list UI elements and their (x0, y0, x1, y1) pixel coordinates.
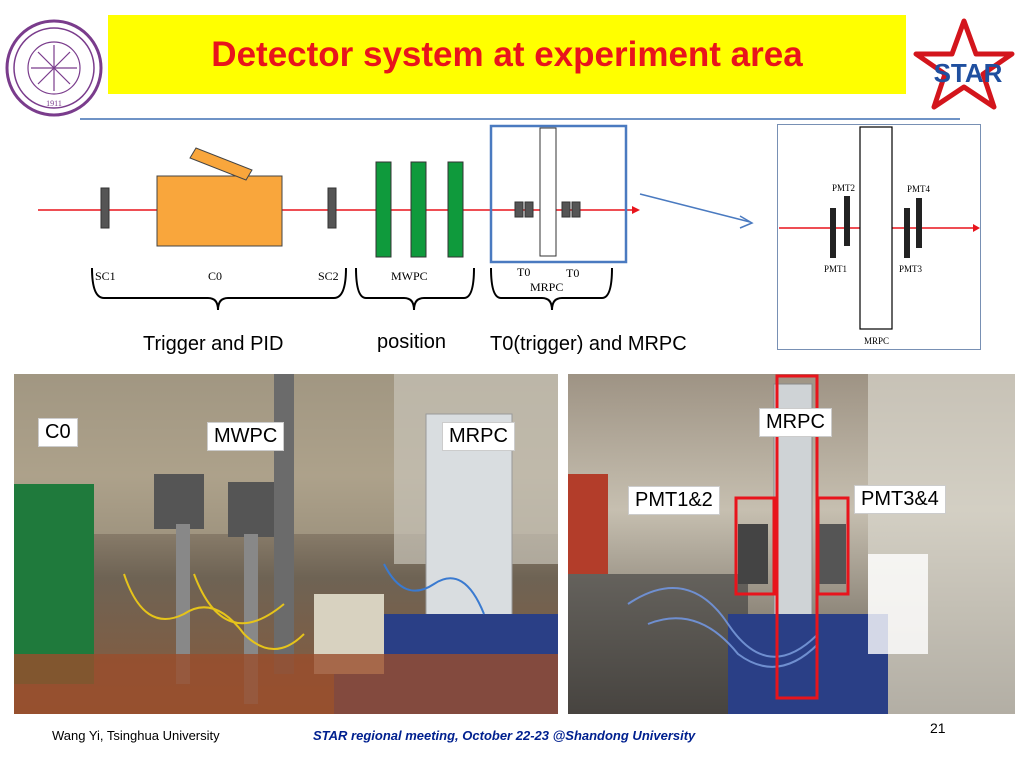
mwpc-plane-1 (375, 161, 392, 258)
sc1-label: SC1 (95, 269, 116, 283)
inset-mrpc-label: MRPC (864, 336, 889, 346)
sc2-detector (327, 187, 337, 229)
c0-mirror (189, 147, 253, 181)
sc1-detector (100, 187, 110, 229)
t0-left-pmt-a (514, 201, 524, 218)
t0-right-pmt-a (561, 201, 571, 218)
photo-label-c0: C0 (38, 418, 78, 447)
title-divider (80, 118, 960, 120)
mrpc-highlight-box (489, 124, 628, 264)
inset-beam-arrowhead (973, 224, 980, 232)
group-position-label: position (377, 331, 446, 353)
group-t0-mrpc-label: T0(trigger) and MRPC (490, 333, 687, 355)
footer-author: Wang Yi, Tsinghua University (52, 728, 220, 743)
photo-label-mrpc-left: MRPC (442, 422, 515, 451)
mrpc-detector (539, 127, 557, 257)
mrpc-label: MRPC (530, 280, 563, 294)
photo-label-mrpc-right: MRPC (759, 408, 832, 437)
inset-pmt1-label: PMT1 (824, 264, 847, 274)
zoom-arrow (639, 193, 751, 223)
inset-pmt4 (916, 198, 922, 248)
t0-left-pmt-b (524, 201, 534, 218)
sc2-label: SC2 (318, 269, 339, 283)
beam-arrowhead (632, 206, 640, 214)
group-trigger-pid-label: Trigger and PID (143, 333, 284, 355)
brace-t0-mrpc (490, 267, 613, 311)
inset-pmt4-label: PMT4 (907, 184, 931, 194)
star-logo: STAR (908, 18, 1020, 110)
inset-pmt2 (844, 196, 850, 246)
svg-text:STAR: STAR (934, 58, 1003, 88)
footer-meeting: STAR regional meeting, October 22-23 @Sh… (313, 728, 696, 743)
mwpc-plane-3 (447, 161, 464, 258)
photo-label-pmt34: PMT3&4 (854, 485, 946, 514)
t0-left-label: T0 (517, 265, 530, 279)
inset-pmt1 (830, 208, 836, 258)
beamline-schematic: SC1 C0 SC2 MWPC T0 T0 MRPC (38, 124, 754, 311)
inset-pmt3 (904, 208, 910, 258)
c0-label: C0 (208, 269, 222, 283)
slide-title: Detector system at experiment area (211, 34, 803, 74)
brace-position (355, 267, 475, 311)
page-number: 21 (930, 720, 946, 736)
inset-pmt3-label: PMT3 (899, 264, 923, 274)
mwpc-label: MWPC (391, 269, 428, 283)
c0-detector (156, 175, 283, 247)
inset-mrpc (859, 126, 893, 330)
mwpc-plane-2 (410, 161, 427, 258)
brace-trigger-pid (91, 267, 347, 311)
tsinghua-seal-logo: 1911 (4, 18, 104, 118)
title-banner: Detector system at experiment area (108, 15, 906, 94)
inset-pmt2-label: PMT2 (832, 183, 855, 193)
photo-label-mwpc: MWPC (207, 422, 285, 451)
mrpc-inset-diagram: PMT1 PMT2 PMT3 PMT4 MRPC (777, 124, 981, 350)
zoom-arrowhead (739, 215, 754, 229)
svg-text:1911: 1911 (46, 99, 62, 108)
t0-right-label: T0 (566, 266, 579, 280)
t0-right-pmt-b (571, 201, 581, 218)
photo-label-pmt12: PMT1&2 (628, 486, 720, 515)
